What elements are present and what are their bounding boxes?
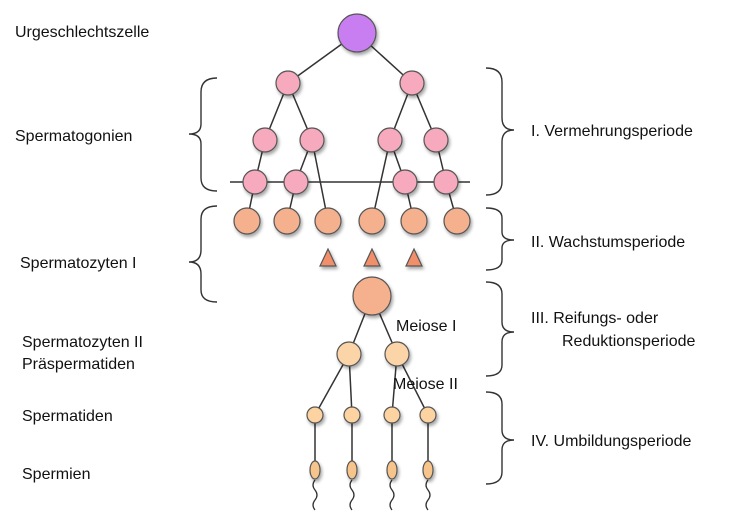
right-brace-umbildung — [485, 391, 515, 485]
spermatogonium-cell — [275, 70, 301, 96]
primary-spermatocyte-cell — [400, 207, 428, 235]
spermatogonium-cell — [423, 127, 449, 153]
primary-spermatocyte-cell — [314, 207, 342, 235]
spermatogonium-cell — [242, 169, 268, 195]
primary-spermatocyte-cell — [273, 207, 301, 235]
degenerating-cell-triangle — [319, 247, 337, 267]
sperm-tail — [349, 479, 355, 511]
spermatid-cell — [306, 406, 324, 424]
label-wachstumsperiode: II. Wachstumsperiode — [531, 234, 685, 251]
degenerating-cell-triangle — [405, 247, 423, 267]
secondary-spermatocyte-cell — [336, 341, 362, 367]
spermatogonium-cell — [299, 127, 325, 153]
label-spermatiden: Spermatiden — [22, 408, 113, 425]
spermatid-cell — [343, 406, 361, 424]
spermatogonium-cell — [392, 169, 418, 195]
sperm-head — [422, 460, 434, 480]
sperm-tail — [389, 479, 395, 511]
primary-spermatocyte-cell — [443, 207, 471, 235]
primary-spermatocyte-cell — [233, 207, 261, 235]
label-meiose-2: Meiose II — [393, 376, 458, 393]
spermatogonium-cell — [283, 169, 309, 195]
sperm-head — [386, 460, 398, 480]
label-spermatogonien: Spermatogonien — [15, 128, 132, 145]
left-brace-spermatozyten — [188, 205, 218, 303]
sperm-tail — [425, 479, 431, 511]
label-spermatozyten-1: Spermatozyten I — [20, 255, 137, 272]
grown-spermatocyte-cell — [352, 276, 392, 316]
label-vermehrungsperiode: I. Vermehrungsperiode — [531, 123, 693, 140]
lineage-lines — [230, 32, 470, 470]
sperm-tail — [312, 479, 318, 511]
primordial-germ-cell — [337, 13, 377, 53]
secondary-spermatocyte-cell — [384, 341, 410, 367]
period-brackets — [188, 67, 515, 485]
spermatogonium-cell — [377, 127, 403, 153]
label-urgeschlechtszelle: Urgeschlechtszelle — [15, 24, 149, 41]
spermatogonium-cell — [433, 169, 459, 195]
label-spermien: Spermien — [22, 466, 90, 483]
primary-spermatocyte-cell — [358, 207, 386, 235]
right-brace-vermehrung — [485, 67, 515, 196]
cells — [233, 13, 471, 480]
right-brace-wachstum — [485, 207, 515, 271]
spermatid-cell — [383, 406, 401, 424]
label-reifungsperiode-2: Reduktionsperiode — [562, 333, 696, 350]
label-meiose-1: Meiose I — [396, 318, 456, 335]
label-reifungsperiode-1: III. Reifungs- oder — [531, 310, 659, 327]
left-brace-spermatogonien — [188, 77, 218, 192]
degenerating-cell-triangle — [363, 247, 381, 267]
label-spermatozyten-2: Spermatozyten II — [22, 334, 143, 351]
spermatogonium-cell — [252, 127, 278, 153]
label-praespermatiden: Präspermatiden — [22, 356, 135, 373]
spermatogonium-cell — [399, 70, 425, 96]
sperm-head — [346, 460, 358, 480]
sperm-tails — [312, 479, 431, 511]
sperm-head — [309, 460, 321, 480]
label-umbildungsperiode: IV. Umbildungsperiode — [531, 433, 692, 450]
spermatid-cell — [419, 406, 437, 424]
right-brace-reifung — [485, 281, 515, 377]
